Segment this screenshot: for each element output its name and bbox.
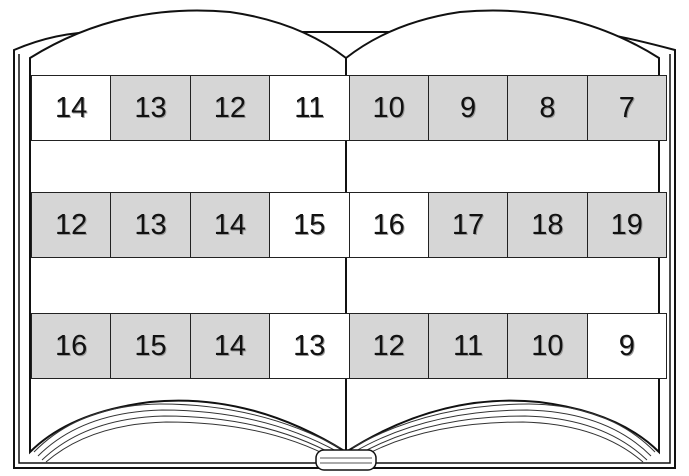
- number-cell: 10: [349, 76, 428, 140]
- number-cell: 13: [269, 314, 348, 378]
- number-cell: 16: [32, 314, 110, 378]
- number-cell: 17: [428, 193, 507, 257]
- number-cell: 7: [587, 76, 666, 140]
- number-cell: 11: [269, 76, 348, 140]
- number-cell: 12: [190, 76, 269, 140]
- number-cell: 13: [110, 76, 189, 140]
- number-cell: 14: [190, 193, 269, 257]
- number-cell: 9: [587, 314, 666, 378]
- number-cell: 19: [587, 193, 666, 257]
- number-cell: 16: [349, 193, 428, 257]
- number-cell: 11: [428, 314, 507, 378]
- number-cell: 14: [190, 314, 269, 378]
- number-cell: 10: [507, 314, 586, 378]
- number-cell: 13: [110, 193, 189, 257]
- number-cell: 8: [507, 76, 586, 140]
- number-cell: 14: [32, 76, 110, 140]
- number-cell: 18: [507, 193, 586, 257]
- number-cell: 12: [349, 314, 428, 378]
- number-cell: 12: [32, 193, 110, 257]
- number-cell: 15: [269, 193, 348, 257]
- number-cell: 15: [110, 314, 189, 378]
- number-cell: 9: [428, 76, 507, 140]
